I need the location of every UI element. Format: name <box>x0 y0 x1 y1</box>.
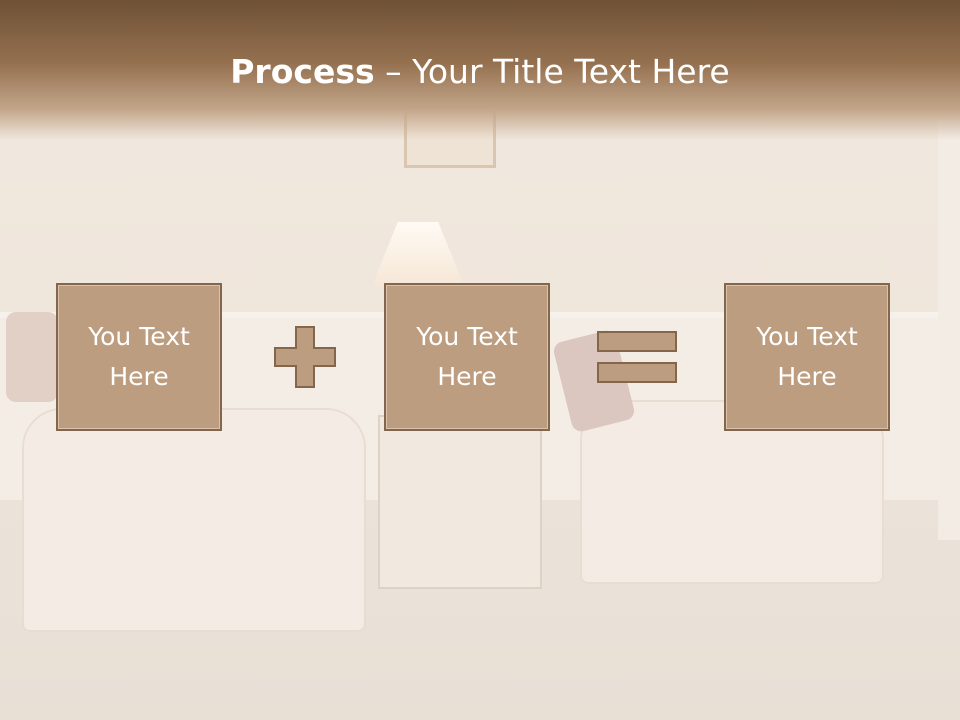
plus-icon <box>274 326 336 388</box>
process-box-1[interactable]: You Text Here <box>56 283 222 431</box>
box-1-line-1: You Text <box>88 322 190 351</box>
background-pillar <box>938 120 960 540</box>
background-armchair-left <box>22 408 366 632</box>
background-cushion-left <box>6 312 58 402</box>
box-3-line-1: You Text <box>756 322 858 351</box>
title-bold: Process <box>230 52 375 91</box>
title-separator: – <box>374 52 413 91</box>
box-2-line-2: Here <box>437 362 497 391</box>
box-1-line-2: Here <box>109 362 169 391</box>
box-3-line-2: Here <box>777 362 837 391</box>
background-side-table <box>378 415 542 589</box>
process-box-2[interactable]: You Text Here <box>384 283 550 431</box>
title-band <box>0 0 960 140</box>
box-2-line-1: You Text <box>416 322 518 351</box>
process-box-3[interactable]: You Text Here <box>724 283 890 431</box>
equals-icon <box>597 331 677 383</box>
slide-title[interactable]: Process – Your Title Text Here <box>0 52 960 91</box>
title-rest: Your Title Text Here <box>412 52 730 91</box>
